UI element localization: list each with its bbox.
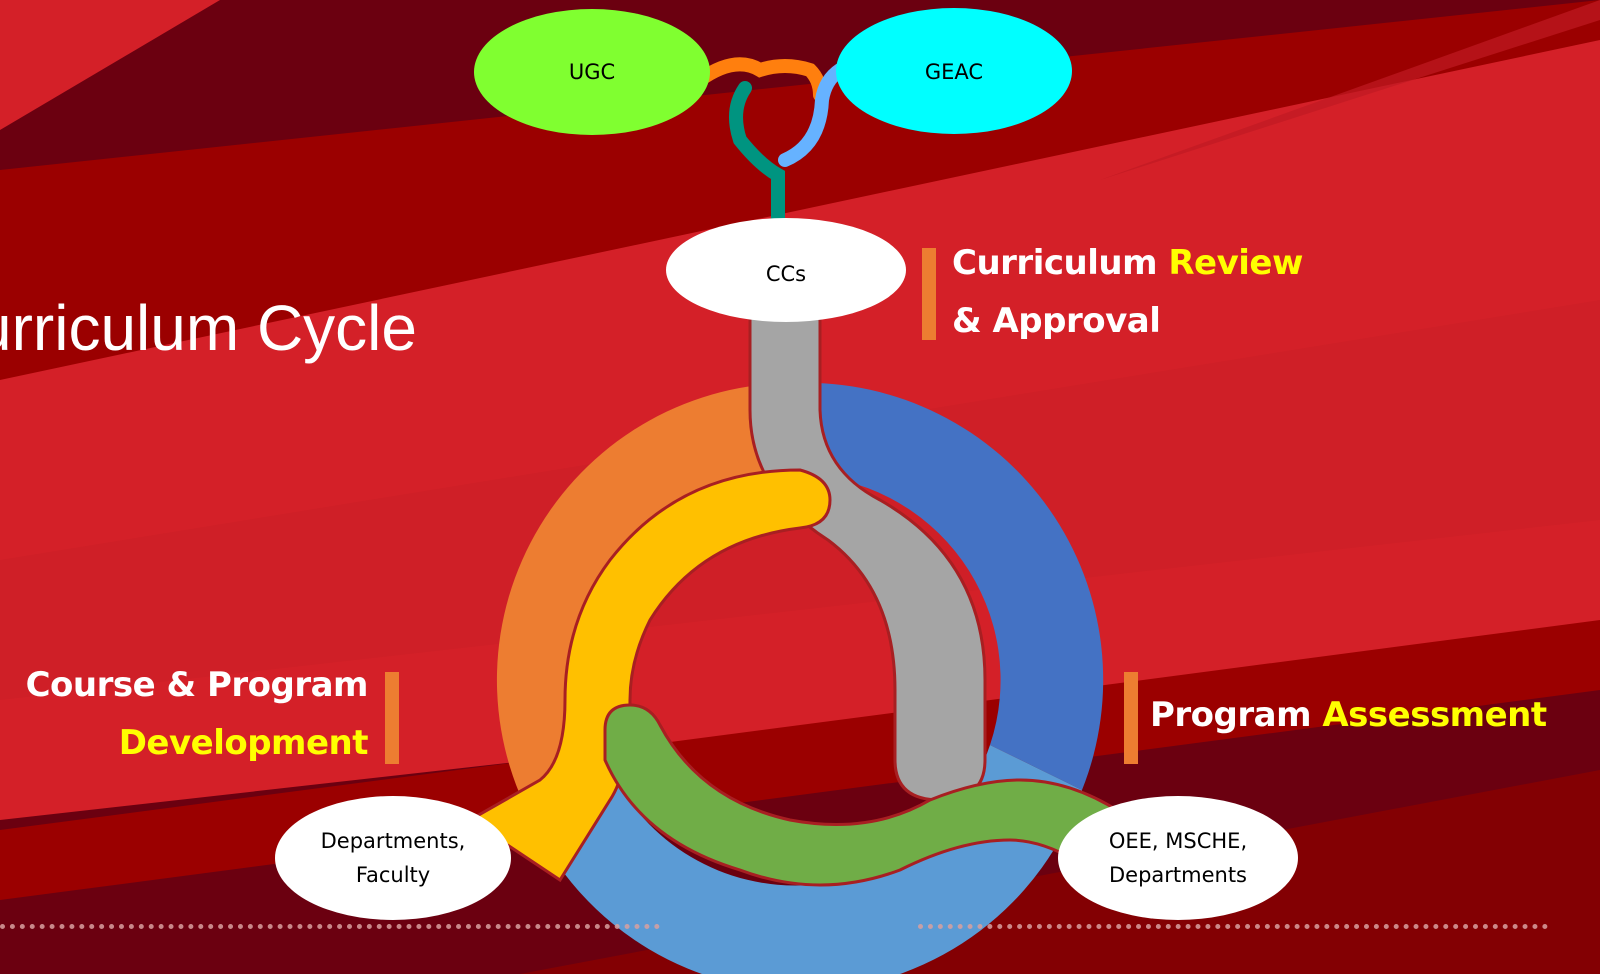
ugc-label: UGC [568, 60, 616, 84]
departments-line-1: Departments, [320, 829, 466, 853]
knot-orange [693, 57, 827, 102]
geac-node [836, 8, 1072, 134]
departments-faculty-label: Departments, Faculty [293, 822, 493, 894]
review-heading: Curriculum Review & Approval [952, 234, 1303, 350]
knot-teal [729, 81, 785, 225]
oee-node [1058, 796, 1298, 920]
development-accent-bar [385, 672, 399, 764]
ugc-node [474, 9, 710, 135]
dotted-divider-left [0, 924, 660, 929]
development-heading: Course & Program Development [0, 656, 369, 772]
ccs-node [666, 218, 906, 322]
review-white-2: & Approval [952, 301, 1161, 341]
assessment-accent-bar [1124, 672, 1138, 764]
oee-line-2: Departments [1108, 863, 1248, 887]
ring-blue-segment [797, 382, 1104, 790]
dotted-divider-right [918, 924, 1548, 929]
ccs-label: CCs [765, 262, 807, 286]
assessment-yellow: Assessment [1322, 695, 1547, 735]
page-title: urriculum Cycle [0, 292, 417, 364]
ring-lightblue-segment [532, 745, 1082, 974]
review-accent-bar [922, 248, 936, 340]
oee-msche-label: OEE, MSCHE, Departments [1078, 822, 1278, 894]
review-white-1: Curriculum [952, 243, 1169, 283]
development-white-1: Course & Program [25, 665, 369, 705]
review-yellow: Review [1168, 243, 1303, 283]
assessment-heading: Program Assessment [1150, 686, 1547, 744]
departments-line-2: Faculty [355, 863, 431, 887]
geac-label: GEAC [924, 60, 984, 84]
departments-node [275, 796, 511, 920]
development-yellow: Development [118, 723, 369, 763]
knot-blue [778, 63, 847, 167]
green-connector [603, 703, 1123, 887]
assessment-white-1: Program [1150, 695, 1323, 735]
oee-line-1: OEE, MSCHE, [1108, 829, 1248, 853]
